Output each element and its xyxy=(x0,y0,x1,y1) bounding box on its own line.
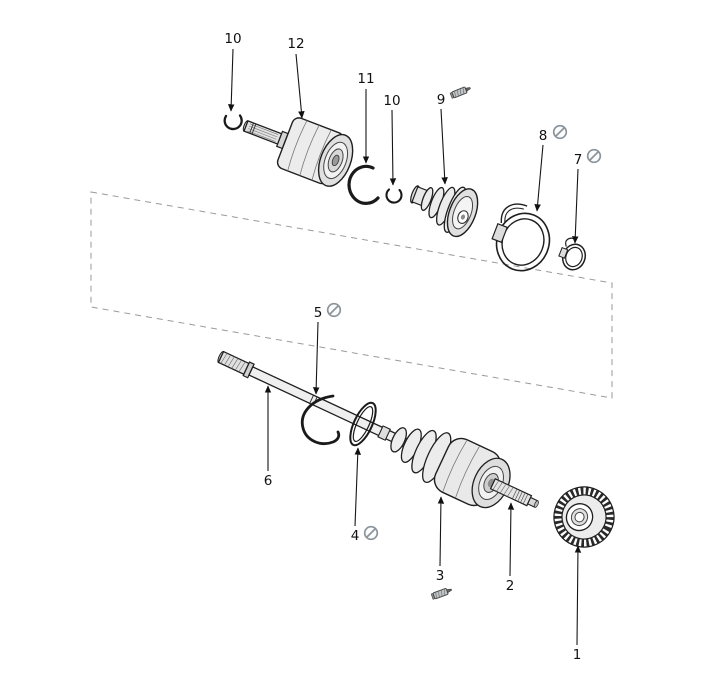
callout-label-6: 6 xyxy=(264,473,273,489)
callout-label-3: 3 xyxy=(436,568,445,584)
callout-label-10a: 10 xyxy=(224,31,241,47)
callout-label-2: 2 xyxy=(506,578,515,594)
grease-icon-3 xyxy=(430,586,453,601)
circlip xyxy=(347,164,380,205)
callout-label-11: 11 xyxy=(357,71,374,87)
leader-callout-9 xyxy=(440,108,448,185)
leader-callout-7 xyxy=(572,168,579,244)
inner-cv-joint xyxy=(242,117,354,187)
callout-label-10b: 10 xyxy=(383,93,400,109)
grease-icon-9 xyxy=(449,84,472,100)
leader-callout-5 xyxy=(312,321,320,395)
damper-band xyxy=(349,401,377,447)
inner-boot xyxy=(410,185,479,238)
boot-band-large xyxy=(491,203,551,272)
leader-callout-12 xyxy=(295,53,305,119)
leader-callout-4 xyxy=(354,447,362,527)
callout-label-1: 1 xyxy=(573,647,582,663)
callout-label-12: 12 xyxy=(287,36,304,52)
dashed-plane xyxy=(90,191,613,399)
discard-icon-4 xyxy=(363,525,379,541)
leader-callout-3 xyxy=(437,496,445,567)
callout-label-7: 7 xyxy=(574,152,583,168)
stub-shaft xyxy=(489,478,539,508)
boot-band-small xyxy=(558,237,587,271)
leader-callout-10a xyxy=(227,48,235,112)
inner-joint-snap-ring xyxy=(223,114,243,131)
leader-callout-1 xyxy=(574,545,582,646)
shaft-snap-ring-clip xyxy=(300,394,341,446)
retainer-ring xyxy=(385,188,403,204)
callout-label-4: 4 xyxy=(351,528,360,544)
callout-label-8: 8 xyxy=(539,128,548,144)
callout-label-5: 5 xyxy=(314,305,323,321)
leader-callout-2 xyxy=(507,502,515,577)
discard-icon-7 xyxy=(586,148,602,164)
outer-boot xyxy=(390,427,452,483)
discard-icon-8 xyxy=(552,124,568,140)
callout-label-9: 9 xyxy=(437,92,446,108)
abs-tone-ring xyxy=(553,486,615,548)
axle-shaft-assembly xyxy=(217,350,539,509)
leader-callout-8 xyxy=(534,144,544,212)
leader-callout-10b xyxy=(389,109,397,186)
discard-icon-5 xyxy=(326,302,342,318)
